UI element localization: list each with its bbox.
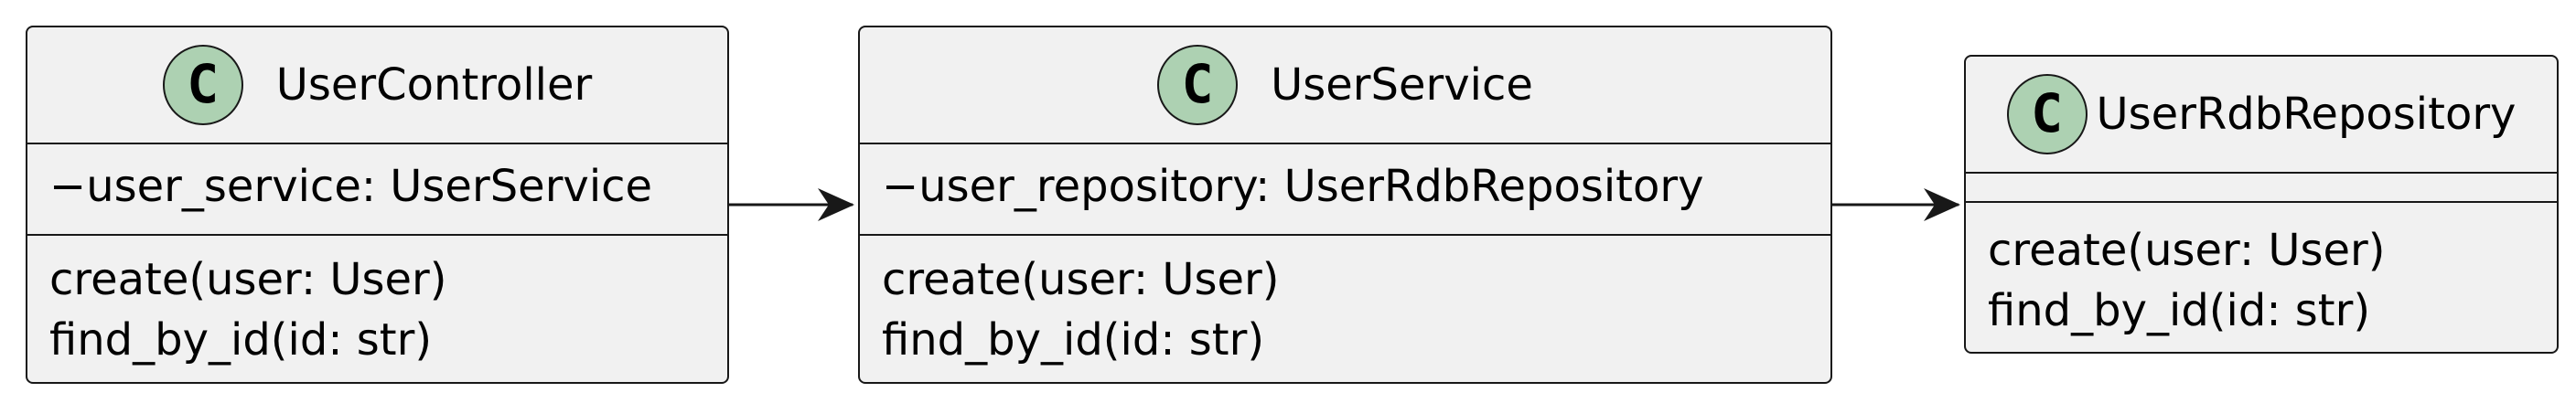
arrow-head <box>1924 188 1960 221</box>
class-badge-icon: C <box>2006 74 2088 154</box>
class-name: UserService <box>1271 59 1533 111</box>
class-method: create(user: User) <box>882 254 1280 305</box>
class-method: find_by_id(id: str) <box>882 314 1265 366</box>
class-attribute: −user_repository: UserRdbRepository <box>882 161 1704 212</box>
class-name: UserController <box>275 59 593 111</box>
class-method: create(user: User) <box>49 254 447 305</box>
class-divider <box>27 143 727 144</box>
class-method: create(user: User) <box>1988 225 2386 276</box>
class-attribute: −user_service: UserService <box>49 161 653 212</box>
class-user-rdb-repository[interactable]: C UserRdbRepository create(user: User) f… <box>1964 55 2559 354</box>
class-name: UserRdbRepository <box>2096 89 2517 140</box>
class-header: C UserService <box>860 27 1830 143</box>
arrow-head <box>818 188 854 221</box>
class-divider <box>27 234 727 236</box>
class-method: find_by_id(id: str) <box>49 314 433 366</box>
class-divider <box>1966 201 2557 203</box>
class-user-service[interactable]: C UserService −user_repository: UserRdbR… <box>858 26 1832 384</box>
class-header: C UserRdbRepository <box>1966 57 2557 172</box>
class-divider <box>1966 172 2557 174</box>
class-divider <box>860 143 1830 144</box>
class-badge-icon: C <box>1157 45 1239 125</box>
class-divider <box>860 234 1830 236</box>
class-user-controller[interactable]: C UserController −user_service: UserServ… <box>26 26 729 384</box>
class-header: C UserController <box>27 27 727 143</box>
class-badge-icon: C <box>162 45 243 125</box>
class-method: find_by_id(id: str) <box>1988 285 2371 336</box>
